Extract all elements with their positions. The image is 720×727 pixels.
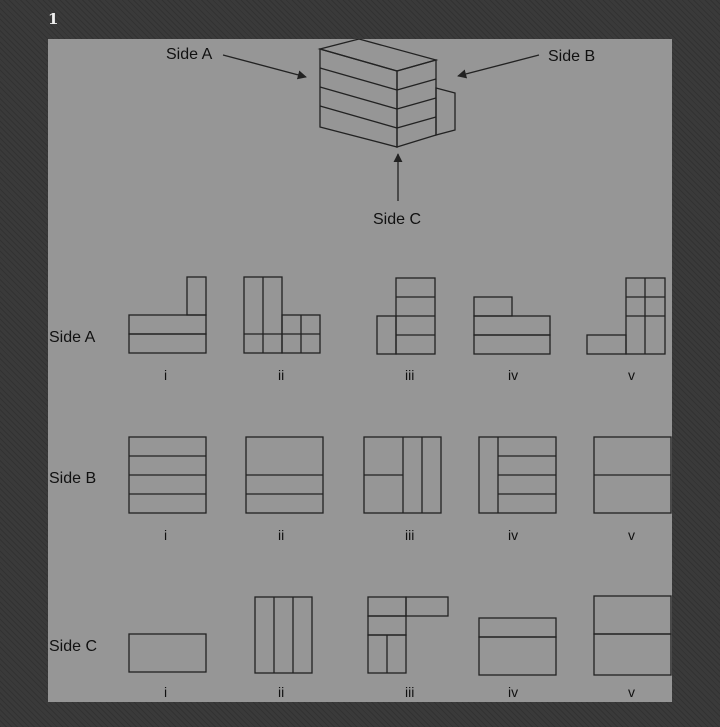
option-label: iv	[508, 684, 518, 700]
option-label: iii	[405, 367, 414, 383]
question-figure-panel: Side A Side B Side C Side A Side B Side …	[48, 39, 672, 702]
side-b-pointer: Side B	[457, 48, 595, 79]
side-c-pointer: Side C	[373, 153, 421, 228]
side-a-option-v[interactable]	[586, 277, 666, 355]
option-label: i	[164, 367, 167, 383]
option-label: iii	[405, 684, 414, 700]
option-label: v	[628, 367, 635, 383]
option-label: ii	[278, 367, 284, 383]
option-label: iv	[508, 367, 518, 383]
side-b-option-labels: i ii iii iv v	[164, 527, 635, 543]
side-a-option-ii[interactable]	[243, 276, 321, 354]
side-b-option-ii[interactable]	[245, 436, 324, 514]
option-label: ii	[278, 527, 284, 543]
side-c-callout: Side C	[373, 211, 421, 228]
row-label-side-c: Side C	[49, 638, 97, 655]
side-b-option-iii[interactable]	[363, 436, 442, 514]
side-a-callout: Side A	[166, 46, 213, 63]
side-a-option-i[interactable]	[128, 276, 207, 354]
row-label-side-b: Side B	[49, 470, 96, 487]
option-label: i	[164, 527, 167, 543]
side-c-option-ii[interactable]	[254, 596, 313, 674]
side-a-option-iv[interactable]	[473, 296, 551, 355]
block-structure-3d	[317, 39, 456, 148]
option-label: i	[164, 684, 167, 700]
option-label: v	[628, 527, 635, 543]
side-a-option-iii[interactable]	[376, 277, 436, 355]
side-b-option-i[interactable]	[128, 436, 207, 514]
row-label-side-a: Side A	[49, 329, 96, 346]
side-c-option-labels: i ii iii iv v	[164, 684, 635, 700]
figure-canvas: Side A Side B Side C Side A Side B Side …	[49, 39, 672, 700]
side-c-option-iii[interactable]	[367, 596, 449, 674]
side-c-option-i[interactable]	[128, 633, 207, 673]
side-c-option-v[interactable]	[593, 595, 672, 676]
side-b-callout: Side B	[548, 48, 595, 65]
option-label: iv	[508, 527, 518, 543]
option-label: ii	[278, 684, 284, 700]
side-a-option-labels: i ii iii iv v	[164, 367, 635, 383]
side-b-option-iv[interactable]	[478, 436, 557, 514]
question-number: 1	[48, 10, 59, 28]
option-label: v	[628, 684, 635, 700]
option-label: iii	[405, 527, 414, 543]
side-a-pointer: Side A	[166, 46, 307, 80]
side-c-option-iv[interactable]	[478, 617, 557, 676]
side-b-option-v[interactable]	[593, 436, 672, 514]
